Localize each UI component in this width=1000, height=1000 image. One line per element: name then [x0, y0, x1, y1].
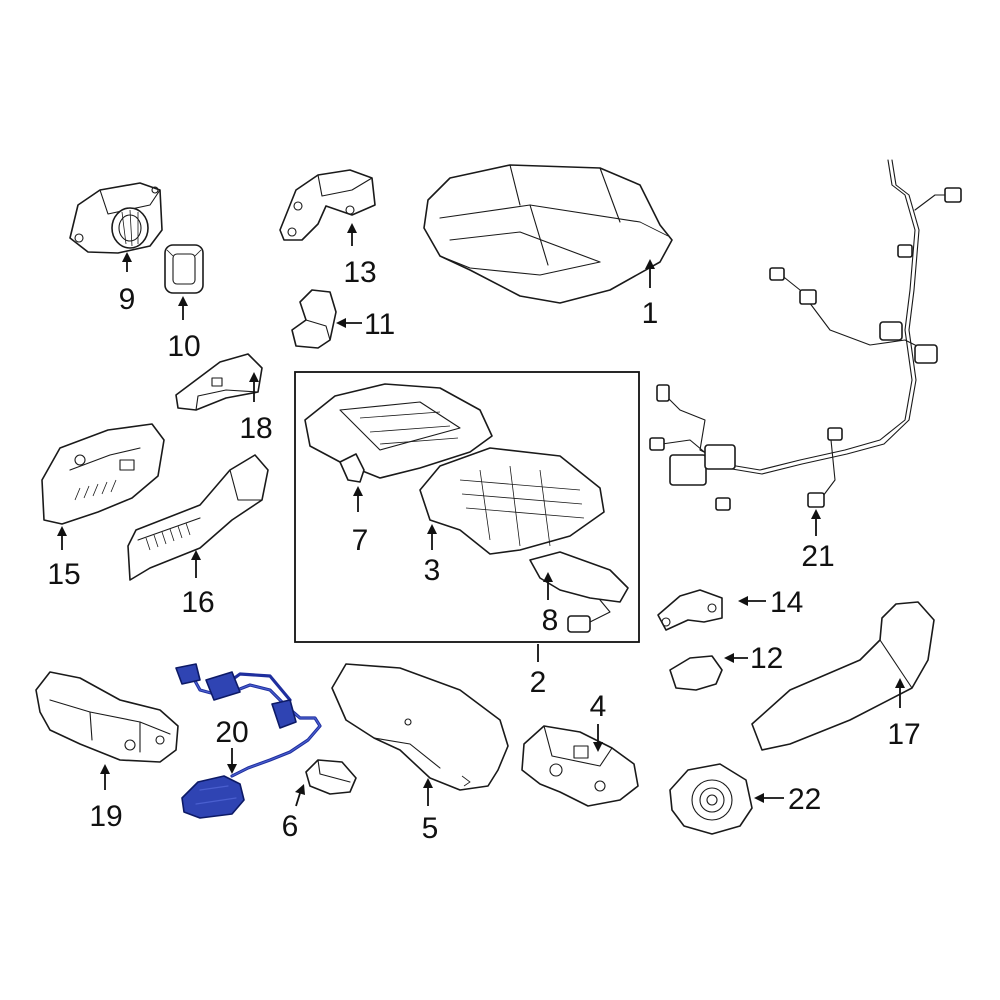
callout-20: 20: [215, 716, 249, 774]
part-10-bezel[interactable]: [164, 244, 204, 294]
callout-11: 11: [336, 308, 395, 341]
part-12-clip[interactable]: [669, 655, 723, 691]
callout-label-22: 22: [788, 783, 821, 816]
callout-label-19: 19: [89, 800, 122, 833]
part-13-bracket[interactable]: [279, 169, 376, 241]
callout-label-16: 16: [181, 586, 214, 619]
part-6-handle[interactable]: [305, 759, 357, 795]
callout-label-11: 11: [364, 308, 395, 341]
part-11-clip[interactable]: [291, 289, 337, 349]
callout-4: 4: [590, 690, 607, 752]
callout-label-20: 20: [215, 716, 248, 749]
part-15-side-shield[interactable]: [41, 423, 165, 525]
part-16-inner-trim[interactable]: [127, 454, 269, 581]
callout-label-8: 8: [542, 604, 559, 637]
callout-14: 14: [738, 586, 803, 619]
callout-label-5: 5: [422, 812, 439, 845]
part-4-mechanism[interactable]: [521, 725, 639, 807]
callout-5: 5: [422, 778, 439, 845]
callout-22: 22: [754, 783, 821, 816]
part-9-switch-knob[interactable]: [69, 182, 163, 254]
callout-label-18: 18: [239, 412, 272, 445]
callout-label-15: 15: [47, 558, 80, 591]
part-22-motor[interactable]: [669, 763, 753, 835]
callout-13: 13: [343, 223, 377, 289]
callout-label-3: 3: [424, 554, 441, 587]
part-seat-frame-pan[interactable]: [304, 383, 493, 479]
callout-label-1: 1: [642, 297, 659, 330]
callout-21: 21: [801, 509, 835, 573]
callout-label-10: 10: [167, 330, 200, 363]
callout-12: 12: [724, 642, 783, 675]
callout-1: 1: [642, 259, 659, 330]
callout-label-13: 13: [343, 256, 376, 289]
part-1-seat-cushion[interactable]: [423, 164, 673, 304]
callout-7: 7: [352, 486, 369, 557]
part-14-bracket[interactable]: [657, 589, 723, 631]
assembly-box-2: [294, 371, 640, 643]
callout-label-9: 9: [119, 283, 136, 316]
callout-8: 8: [542, 572, 559, 637]
callout-label-4: 4: [590, 690, 607, 723]
callout-6: 6: [282, 784, 305, 843]
callout-19: 19: [89, 764, 123, 833]
part-5-pad[interactable]: [331, 663, 509, 791]
callout-label-14: 14: [770, 586, 803, 619]
callout-label-2: 2: [530, 666, 547, 699]
callout-2: 2: [530, 644, 547, 699]
part-21-wiring-harness[interactable]: [649, 159, 962, 511]
callout-label-17: 17: [887, 718, 920, 751]
part-3-suspension[interactable]: [419, 447, 605, 555]
callout-9: 9: [119, 252, 136, 316]
callout-3: 3: [424, 524, 441, 587]
callout-16: 16: [181, 550, 215, 619]
part-20-harness-highlighted[interactable]: [175, 663, 322, 819]
part-18-trim[interactable]: [175, 353, 263, 411]
callout-18: 18: [239, 372, 273, 445]
callout-17: 17: [887, 678, 921, 751]
callout-label-21: 21: [801, 540, 834, 573]
callout-label-6: 6: [282, 810, 299, 843]
callout-10: 10: [167, 296, 201, 363]
callout-label-12: 12: [750, 642, 783, 675]
part-19-adjuster[interactable]: [35, 671, 179, 763]
callout-label-7: 7: [352, 524, 369, 557]
part-17-side-shield[interactable]: [751, 601, 935, 751]
part-7-clip[interactable]: [339, 453, 365, 483]
callout-15: 15: [47, 526, 81, 591]
